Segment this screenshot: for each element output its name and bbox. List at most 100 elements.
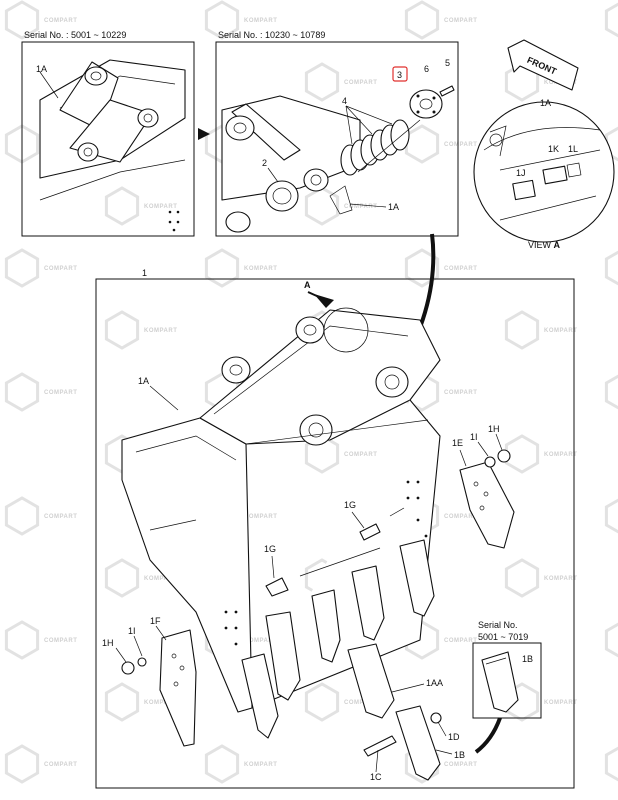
watermark-text: KOMPART: [144, 576, 177, 582]
inset-serial-line2: 5001 ~ 7019: [478, 632, 528, 642]
watermark-badge: [4, 372, 40, 412]
panel-mid-frame: [215, 41, 459, 237]
watermark-text: KOMPART: [544, 328, 577, 334]
watermark-badge: [404, 124, 440, 164]
callout-1A-left: 1A: [36, 64, 47, 74]
watermark-badge: [504, 558, 540, 598]
watermark-badge: [204, 248, 240, 288]
watermark-text: COMPART: [344, 452, 377, 458]
callout-1AA: 1AA: [426, 678, 443, 688]
watermark-badge: [604, 746, 618, 782]
watermark-text: KOMPART: [144, 700, 177, 706]
watermark-text: KOMPART: [544, 452, 577, 458]
inset-panel-frame: [472, 642, 542, 719]
watermark-text: COMPART: [344, 80, 377, 86]
callout-1B-inset: 1B: [522, 654, 533, 664]
watermark-text: KOMPART: [244, 762, 277, 768]
callout-1I-left: 1I: [128, 626, 136, 636]
watermark-badge: [504, 310, 540, 350]
watermark-badge: [404, 744, 440, 784]
watermark-badge: [104, 558, 140, 598]
watermark-text: COMPART: [44, 390, 77, 396]
callout-1G-lower: 1G: [264, 544, 276, 554]
callout-1D: 1D: [448, 732, 460, 742]
watermark-text: COMPART: [44, 266, 77, 272]
watermark-badge: [604, 622, 618, 658]
inset-tooth: [481, 651, 519, 713]
watermark-badge: [604, 374, 618, 410]
watermark-badge: [604, 250, 618, 286]
callout-1I-right: 1I: [470, 432, 478, 442]
callout-1: 1: [142, 268, 147, 278]
callout-3: 3: [397, 70, 402, 80]
watermark-badge: [304, 434, 340, 474]
watermark-text: COMPART: [344, 204, 377, 210]
watermark-badge: [304, 62, 340, 102]
watermark-text: COMPART: [44, 638, 77, 644]
callout-2: 2: [262, 158, 267, 168]
callout-1K: 1K: [548, 144, 559, 154]
callout-1A-main: 1A: [138, 376, 149, 386]
watermark-badge: [4, 620, 40, 660]
watermark-text: KOMPART: [244, 266, 277, 272]
left-bucket-sketch: [39, 59, 186, 232]
watermark-text: KOMPART: [244, 638, 277, 644]
watermark-badge: [4, 248, 40, 288]
callout-1G-upper: 1G: [344, 500, 356, 510]
view-a-detail: [473, 101, 615, 243]
serial-mid-label: Serial No. : 10230 ~ 10789: [218, 30, 325, 40]
callout-1E: 1E: [452, 438, 463, 448]
main-panel-frame: [95, 278, 575, 789]
watermark-text: COMPART: [444, 142, 477, 148]
callout-1H-right: 1H: [488, 424, 500, 434]
callout-3-highlight: [392, 66, 408, 82]
watermark-badge: [4, 496, 40, 536]
watermark-text: KOMPART: [144, 328, 177, 334]
watermark-badge: [4, 0, 40, 40]
watermark-text: COMPART: [444, 514, 477, 520]
callout-1L: 1L: [568, 144, 578, 154]
watermark-text: COMPART: [444, 18, 477, 24]
watermark-text: COMPART: [344, 700, 377, 706]
watermark-badge: [404, 248, 440, 288]
callout-1A-view: 1A: [540, 98, 551, 108]
callout-1J: 1J: [516, 168, 526, 178]
inset-leader: [474, 717, 502, 754]
watermark-badge: [4, 744, 40, 784]
callout-6: 6: [424, 64, 429, 74]
front-arrow: [507, 39, 579, 91]
watermark-text: COMPART: [44, 514, 77, 520]
watermark-badge: [104, 310, 140, 350]
watermark-badge: [504, 434, 540, 474]
watermark-badge: [304, 186, 340, 226]
watermark-badge: [604, 498, 618, 534]
watermark-badge: [604, 2, 618, 38]
callout-1B: 1B: [454, 750, 465, 760]
watermark-text: COMPART: [444, 266, 477, 272]
inset-serial-line1: Serial No.: [478, 620, 518, 630]
mid-bucket-sketch: [221, 85, 455, 233]
panel-link-arrow: [198, 128, 210, 140]
watermark-badge: [604, 126, 618, 162]
watermark-text: KOMPART: [244, 514, 277, 520]
bucket-teeth: [241, 539, 441, 781]
watermark-text: KOMPART: [244, 18, 277, 24]
watermark-text: COMPART: [44, 762, 77, 768]
callout-1A-mid: 1A: [388, 202, 399, 212]
main-bucket: [121, 291, 515, 781]
watermark-badge: [104, 682, 140, 722]
watermark-text: KOMPART: [544, 700, 577, 706]
watermark-badge: [304, 682, 340, 722]
callout-5: 5: [445, 58, 450, 68]
watermark-badge: [204, 744, 240, 784]
watermark-text: COMPART: [44, 18, 77, 24]
panel-left-frame: [21, 41, 195, 237]
watermark-badge: [404, 0, 440, 40]
serial-left-label: Serial No. : 5001 ~ 10229: [24, 30, 126, 40]
watermark-badge: [204, 0, 240, 40]
watermark-text: COMPART: [444, 762, 477, 768]
callout-1C: 1C: [370, 772, 382, 782]
callout-4: 4: [342, 96, 347, 106]
watermark-text: KOMPART: [144, 204, 177, 210]
